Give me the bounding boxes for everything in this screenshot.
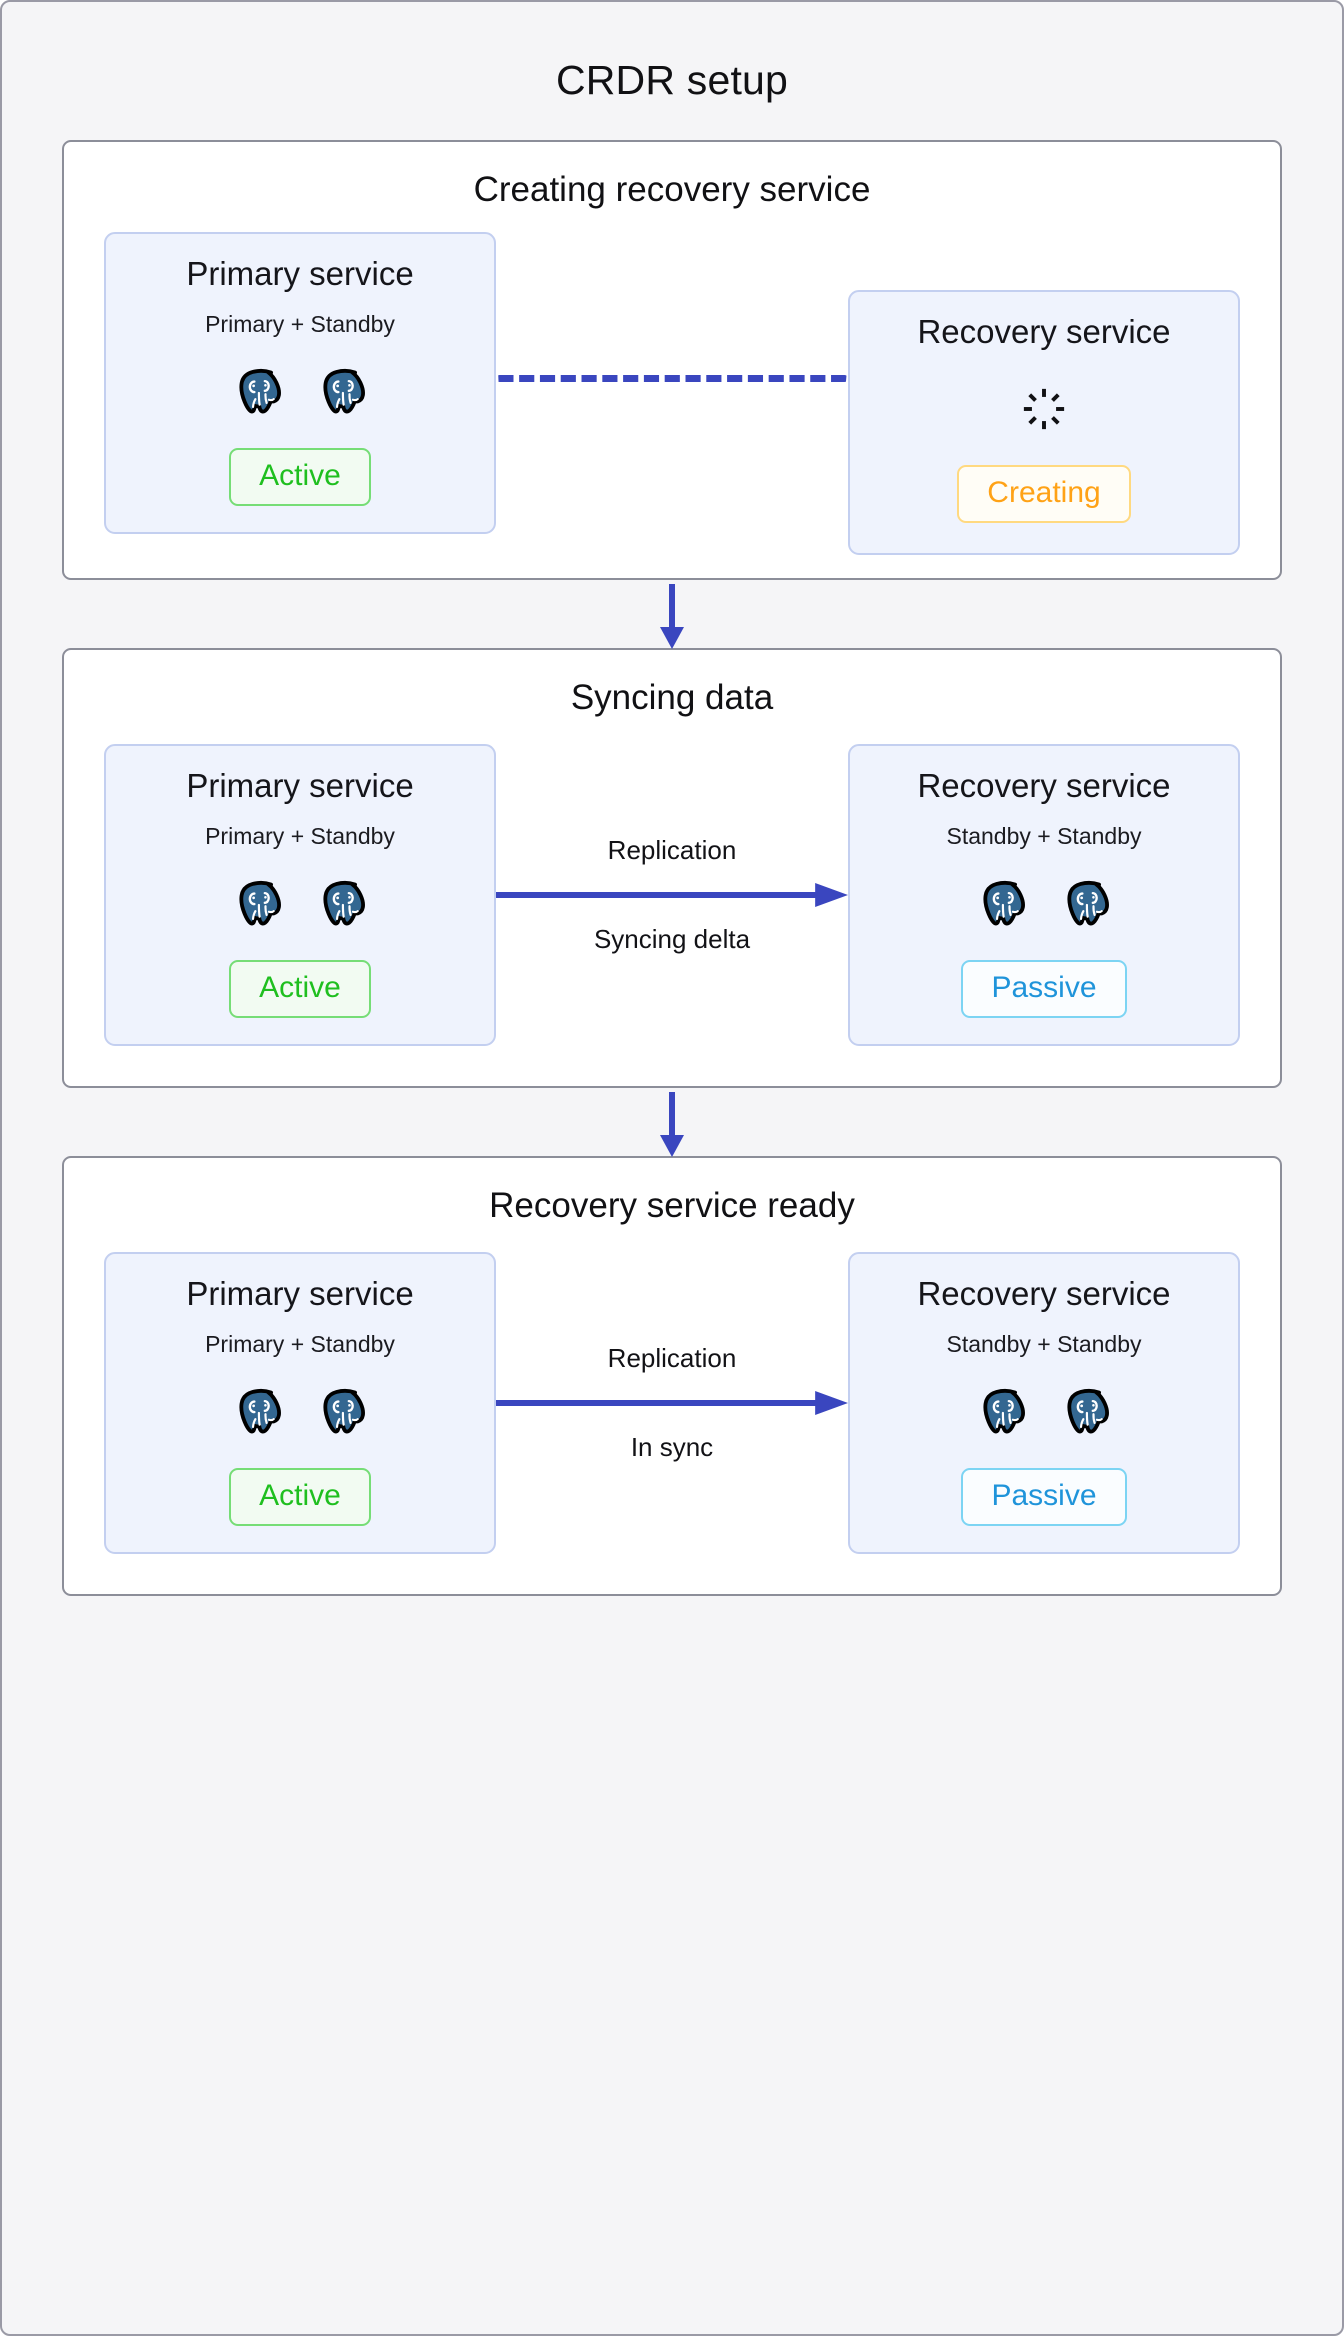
node-row [850, 872, 1238, 936]
service-name: Recovery service [917, 313, 1171, 350]
replication-connector: Replication Syncing delta [496, 740, 848, 1050]
service-name: Primary service [186, 1274, 414, 1312]
stage-body: Primary service Primary + Standby Active… [64, 740, 1280, 1050]
connector-label-bottom: Syncing delta [593, 924, 751, 954]
stage-body: Primary service Primary + Standby Active… [64, 1248, 1280, 1558]
recovery-service-card[interactable]: Recovery service Standby + Standby Passi… [848, 743, 1240, 1047]
service-topology: Primary + Standby [205, 1330, 395, 1357]
service-topology: Primary + Standby [205, 310, 395, 337]
postgresql-elephant-icon [229, 1383, 287, 1441]
stage-list: Creating recovery service Primary servic… [2, 140, 1342, 1596]
right-arrow-icon [496, 1391, 848, 1415]
status-badge: Passive [961, 1467, 1127, 1527]
replication-connector [496, 232, 848, 542]
postgresql-elephant-icon [973, 875, 1031, 933]
stage-panel-ready: Recovery service ready Primary service P… [62, 1092, 1282, 1596]
primary-service-card[interactable]: Primary service Primary + Standby Active [104, 232, 496, 535]
service-topology: Standby + Standby [946, 1330, 1142, 1357]
postgresql-elephant-icon [229, 875, 287, 933]
service-name: Primary service [186, 766, 414, 804]
postgresql-elephant-icon [1057, 875, 1115, 933]
postgresql-elephant-icon [313, 363, 371, 421]
status-badge: Active [229, 447, 371, 507]
status-badge: Creating [957, 464, 1131, 524]
primary-service-card[interactable]: Primary service Primary + Standby Active [104, 743, 496, 1047]
service-name: Primary service [186, 255, 414, 292]
node-row [106, 360, 494, 424]
stage-panel-syncing: Syncing data Primary service Primary + S… [62, 584, 1282, 1088]
service-topology: Primary + Standby [205, 822, 395, 849]
postgresql-elephant-icon [313, 875, 371, 933]
down-arrow-icon [660, 584, 684, 649]
recovery-service-card[interactable]: Recovery service [848, 290, 1240, 556]
stage-body: Primary service Primary + Standby Active [64, 232, 1280, 556]
stage-title: Syncing data [570, 678, 774, 717]
node-row [106, 872, 494, 936]
postgresql-elephant-icon [229, 363, 287, 421]
status-badge: Active [229, 1467, 371, 1527]
primary-service-card[interactable]: Primary service Primary + Standby Active [104, 1251, 496, 1555]
page-title: CRDR setup [555, 57, 789, 103]
down-arrow-icon [660, 1092, 684, 1157]
node-row [106, 1380, 494, 1444]
node-row [850, 1380, 1238, 1444]
postgresql-elephant-icon [313, 1383, 371, 1441]
stage-title: Recovery service ready [489, 1186, 855, 1225]
dashed-connector-line [496, 375, 848, 382]
service-topology: Standby + Standby [946, 822, 1142, 849]
connector-label-bottom: In sync [630, 1432, 714, 1462]
status-badge: Passive [961, 959, 1127, 1019]
service-name: Recovery service [917, 1274, 1171, 1312]
right-arrow-icon [496, 883, 848, 907]
stage-panel-creating: Creating recovery service Primary servic… [62, 140, 1282, 580]
loading-spinner-icon [850, 377, 1238, 441]
service-name: Recovery service [917, 766, 1171, 804]
recovery-service-card[interactable]: Recovery service Standby + Standby Passi… [848, 1251, 1240, 1555]
replication-connector: Replication In sync [496, 1248, 848, 1558]
postgresql-elephant-icon [1057, 1383, 1115, 1441]
stage-title: Creating recovery service [473, 170, 871, 209]
status-badge: Active [229, 959, 371, 1019]
connector-label-top: Replication [607, 835, 737, 865]
connector-label-top: Replication [607, 1343, 737, 1373]
postgresql-elephant-icon [973, 1383, 1031, 1441]
